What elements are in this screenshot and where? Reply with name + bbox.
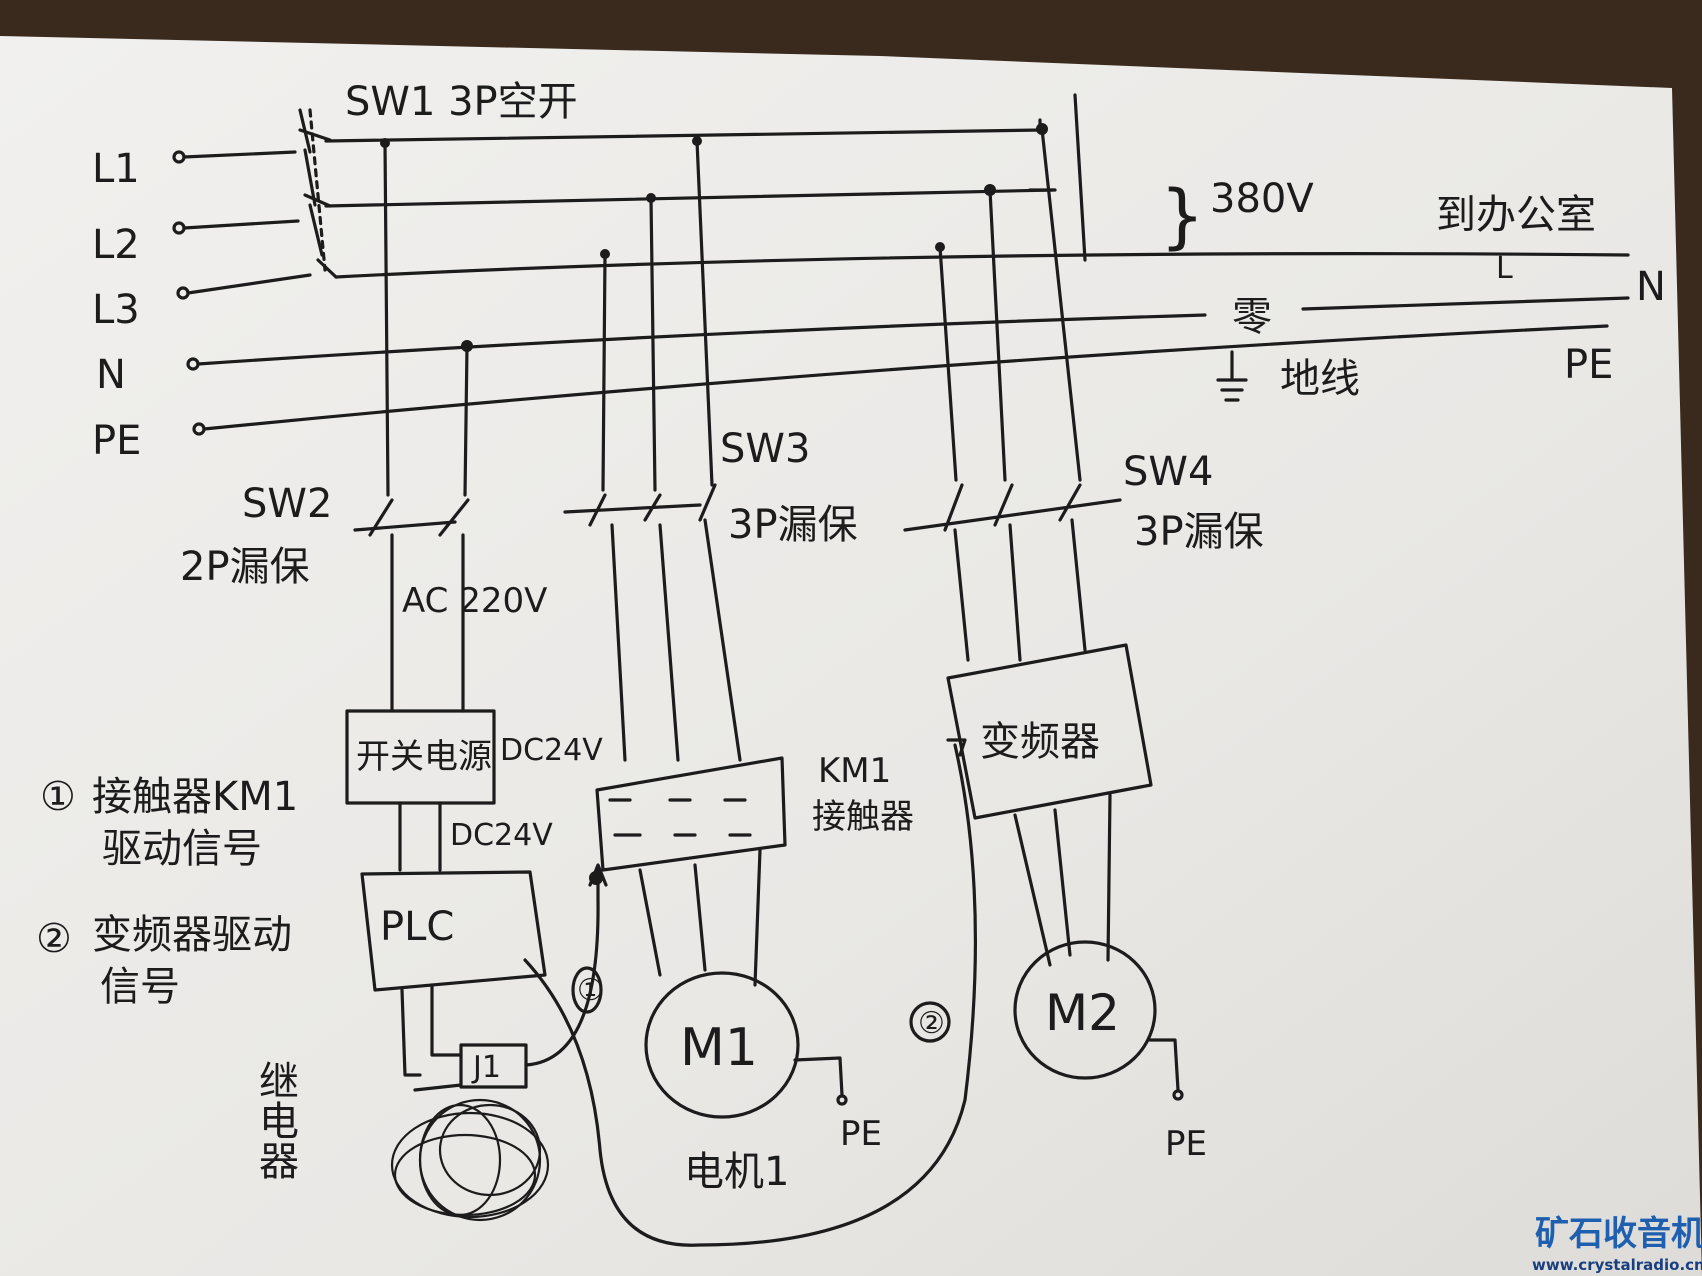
- sw2-name: SW2: [242, 481, 332, 527]
- relay-label: 继电器: [252, 1060, 298, 1180]
- voltage-label: 380V: [1210, 176, 1314, 222]
- label-pe: PE: [92, 418, 141, 464]
- signal-wires: ① ②: [523, 738, 978, 1247]
- legend: ① 接触器KM1 驱动信号 ② 变频器驱动 信号: [36, 774, 298, 1010]
- motor1-branch: SW3 3P漏保 KM1 接触器 M1 PE 电机1: [563, 136, 914, 1195]
- legend-1-line1: 接触器KM1: [92, 774, 298, 820]
- sw2-branch: SW2 2P漏保 AC 220V: [180, 138, 547, 713]
- ac-supply-label: AC 220V: [402, 581, 547, 621]
- scribble: [390, 1098, 550, 1222]
- signal-2-wire: [523, 743, 978, 1247]
- sw3-name: SW3: [720, 426, 810, 472]
- signal-2-marker: ②: [918, 1006, 945, 1041]
- watermark-url: www.crystalradio.cn: [1532, 1256, 1702, 1274]
- legend-1-line2: 驱动信号: [102, 826, 262, 872]
- bus-lines: } 380V 到办公室 L N 零 地线 PE: [196, 93, 1666, 431]
- ground-icon: [1216, 350, 1248, 402]
- ground-label: 地线: [1280, 356, 1360, 402]
- plc-label: PLC: [380, 904, 454, 950]
- neutral-label: 零: [1232, 294, 1272, 340]
- motor2-pe: PE: [1165, 1124, 1207, 1164]
- label-l2: L2: [92, 222, 140, 268]
- n-label: N: [1636, 264, 1666, 310]
- plc: PLC: [360, 870, 547, 1092]
- motor2-id: M2: [1045, 984, 1120, 1042]
- sw1-label: SW1 3P空开: [345, 79, 578, 125]
- watermark: 矿石收音机 www.crystalradio.cn: [1532, 1214, 1702, 1274]
- sw4-name: SW4: [1123, 449, 1213, 495]
- legend-2-number: ②: [36, 916, 72, 962]
- sw3-type: 3P漏保: [728, 502, 858, 548]
- sw2-type: 2P漏保: [180, 544, 310, 590]
- bus-n: [196, 296, 1630, 366]
- sw1-main-switch: SW1 3P空开: [182, 79, 578, 295]
- watermark-title: 矿石收音机: [1535, 1214, 1702, 1254]
- signal-1-wire: [524, 868, 600, 1067]
- psu-label: 开关电源: [356, 737, 492, 777]
- bus-l1: [324, 128, 1044, 143]
- km1-name: KM1: [818, 751, 891, 791]
- paper-sheet: [0, 36, 1702, 1276]
- relay-box-label: J1: [471, 1050, 501, 1085]
- pe-label: PE: [1564, 342, 1613, 388]
- relay: J1 继电器: [252, 1043, 550, 1222]
- label-l3: L3: [92, 287, 140, 333]
- motor1-id: M1: [680, 1018, 758, 1078]
- bus-l2: [324, 188, 1055, 208]
- signal-1-marker: ①: [577, 973, 604, 1008]
- legend-1-number: ①: [40, 774, 76, 820]
- km1-type: 接触器: [812, 797, 914, 837]
- switching-power-supply: 开关电源 DC24V DC24V: [345, 709, 603, 872]
- svg-text:}: }: [1160, 175, 1205, 257]
- motor2-symbol: [1013, 940, 1157, 1080]
- dc-supply-label: DC24V: [450, 818, 553, 853]
- bus-pe: [202, 324, 1609, 431]
- l-label: L: [1496, 251, 1513, 286]
- label-l1: L1: [92, 146, 140, 192]
- to-office-label: 到办公室: [1436, 192, 1596, 238]
- label-n: N: [96, 352, 126, 398]
- motor1-symbol: [644, 971, 800, 1119]
- psu-output-label: DC24V: [500, 733, 603, 768]
- motor1-label: 电机1: [684, 1149, 789, 1195]
- sw4-type: 3P漏保: [1134, 509, 1264, 555]
- legend-2-line1: 变频器驱动: [92, 912, 292, 958]
- motor2-branch: 变频器 SW4 3P漏保 M2 PE: [903, 123, 1264, 1164]
- legend-2-line2: 信号: [100, 964, 180, 1010]
- motor1-pe: PE: [840, 1114, 882, 1154]
- vfd-label: 变频器: [980, 719, 1100, 765]
